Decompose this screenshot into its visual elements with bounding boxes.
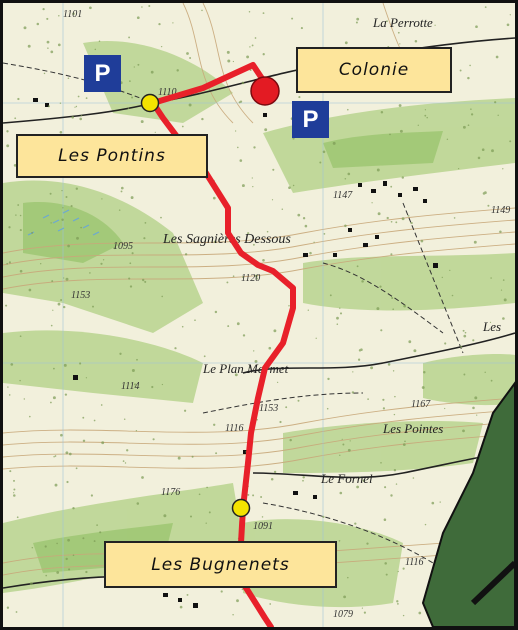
- parking-icon[interactable]: P: [84, 55, 121, 92]
- label-les: Les: [482, 319, 501, 334]
- callout-colonie[interactable]: Colonie: [296, 47, 452, 93]
- topographic-map[interactable]: La Perrotte Les Sagnières Dessous Le Pla…: [3, 3, 515, 627]
- meadow-dots: [5, 4, 512, 617]
- elevation-label: 1176: [161, 487, 180, 498]
- elevation-label: 1149: [491, 205, 510, 216]
- dark-region-border-line: [470, 560, 515, 606]
- waypoint-les-pontins[interactable]: [140, 93, 160, 113]
- callout-les-bugnenets-text: Les Bugnenets: [151, 554, 290, 575]
- hiking-route-branch: [150, 62, 268, 106]
- hiking-route[interactable]: [150, 100, 296, 627]
- elevation-label: 1116: [405, 557, 424, 568]
- elevation-label: 1120: [241, 273, 260, 284]
- elevation-label: 1101: [63, 9, 82, 20]
- elevation-label: 1091: [253, 521, 273, 532]
- parking-icon[interactable]: P: [292, 101, 329, 138]
- label-la-perrotte: La Perrotte: [372, 15, 433, 30]
- elevation-label: 1147: [333, 190, 353, 201]
- elevation-label: 1116: [225, 423, 244, 434]
- callout-colonie-text: Colonie: [338, 60, 410, 80]
- callout-les-pontins[interactable]: Les Pontins: [16, 134, 208, 178]
- buildings: [33, 98, 438, 608]
- callout-les-pontins-text: Les Pontins: [58, 146, 166, 166]
- parking-label: P: [94, 59, 111, 87]
- dark-green-region: [421, 381, 515, 627]
- label-le-fornel: Le Fornel: [320, 471, 373, 486]
- elevation-label: 1153: [71, 290, 90, 301]
- colonie-marker[interactable]: [250, 76, 280, 106]
- elevation-label: 1114: [121, 381, 140, 392]
- elevation-label: 1167: [411, 399, 431, 410]
- elevation-label: 1153: [259, 403, 278, 414]
- dashed-paths: [3, 62, 464, 564]
- elevation-label: 1079: [333, 609, 353, 620]
- label-les-pointes: Les Pointes: [382, 421, 443, 436]
- label-le-plan-marmet: Le Plan Marmet: [202, 361, 289, 376]
- elevation-label: 1095: [113, 241, 133, 252]
- waypoint-les-bugnenets[interactable]: [231, 498, 251, 518]
- elevation-label: 1110: [158, 87, 177, 98]
- parking-label: P: [302, 105, 319, 133]
- label-les-sagnieres-dessous: Les Sagnières Dessous: [162, 232, 291, 247]
- callout-les-bugnenets[interactable]: Les Bugnenets: [104, 541, 337, 588]
